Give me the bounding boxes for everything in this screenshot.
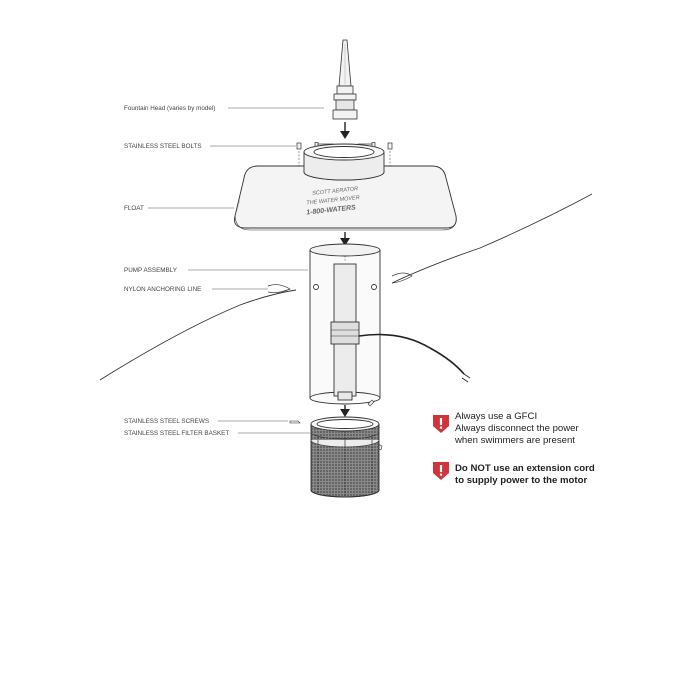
warning-line: when swimmers are present [455, 435, 575, 446]
warning-gfci: Always use a GFCI Always disconnect the … [455, 411, 579, 447]
stainless-steel-filter-basket [310, 416, 380, 498]
arrow-icon [340, 232, 350, 246]
float: SCOTT AERATOR THE WATER MOVER 1-800-WATE… [234, 143, 457, 231]
arrow-icon [340, 122, 350, 139]
nylon-anchoring-line [99, 193, 593, 381]
pump-assembly [309, 243, 471, 405]
float-brand-text: SCOTT AERATOR [312, 186, 358, 197]
float-brand-text: THE WATER MOVER [306, 195, 360, 207]
warning-icon [433, 462, 449, 480]
warning-icon [433, 415, 449, 433]
warning-line: Do NOT use an extension cord [455, 463, 595, 474]
warning-line: Always disconnect the power [455, 423, 579, 434]
label-anchoring-line: NYLON ANCHORING LINE [124, 286, 201, 293]
anchoring-line-left [99, 289, 297, 381]
warning-line: to supply power to the motor [455, 475, 588, 486]
anchoring-line-right [391, 193, 593, 284]
power-cord [358, 333, 465, 375]
nut-right [387, 142, 393, 150]
nut-left [296, 142, 302, 150]
label-bolts: STAINLESS STEEL BOLTS [124, 143, 202, 150]
label-screws: STAINLESS STEEL SCREWS [124, 418, 209, 425]
warning-extension-cord: Do NOT use an extension cord to supply p… [455, 463, 595, 487]
label-fountain-head: Fountain Head (varies by model) [124, 105, 215, 112]
fountain-head [332, 39, 358, 120]
label-pump-assembly: PUMP ASSEMBLY [124, 267, 178, 274]
label-filter-basket: STAINLESS STEEL FILTER BASKET [124, 430, 229, 437]
callout-labels: Fountain Head (varies by model) STAINLES… [124, 105, 324, 437]
warning-line: Always use a GFCI [455, 411, 538, 422]
arrow-icon [340, 405, 350, 417]
label-float: FLOAT [124, 205, 144, 212]
